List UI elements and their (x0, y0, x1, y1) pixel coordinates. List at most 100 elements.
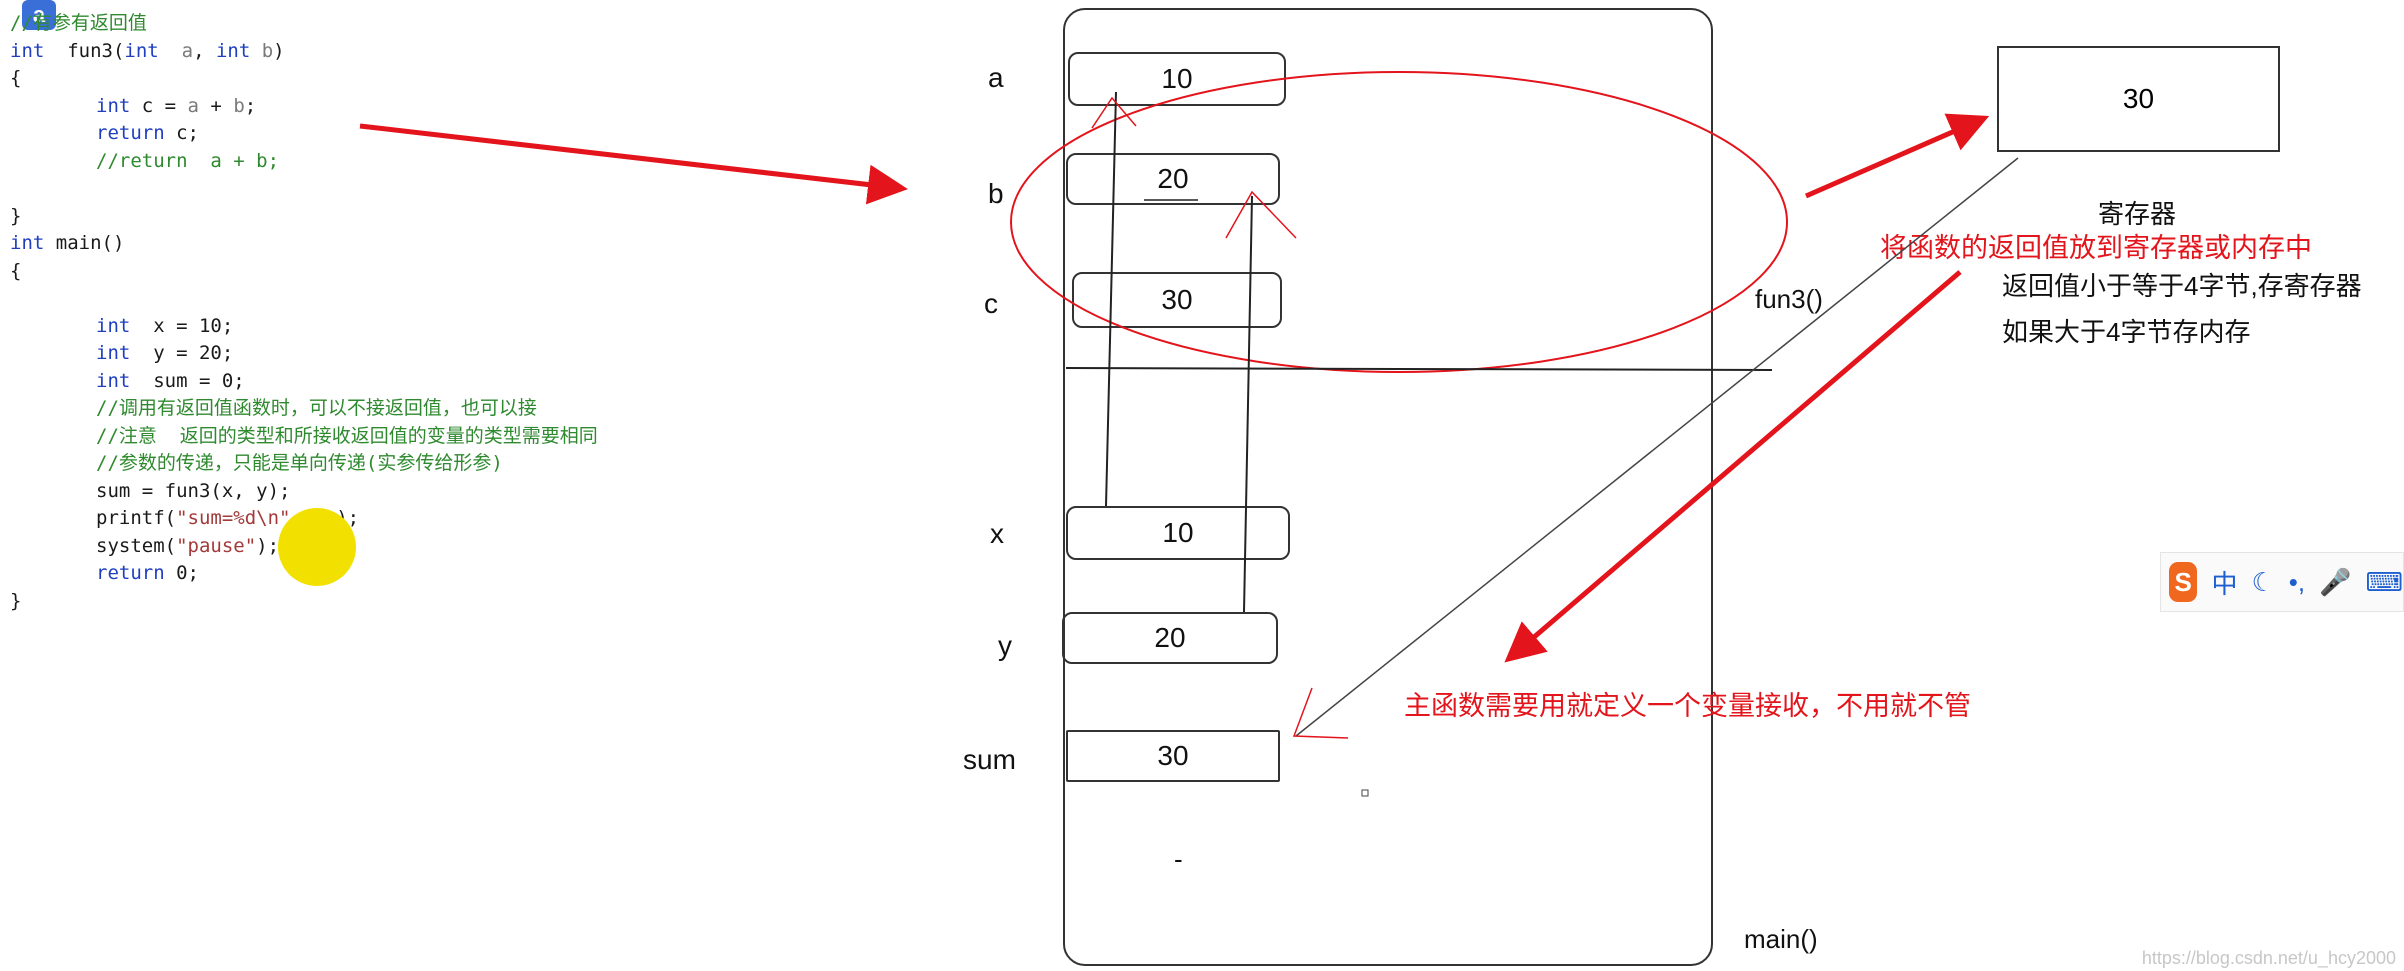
code-token: return (96, 562, 165, 584)
code-line: system("pause"); (10, 533, 710, 561)
register-label: 寄存器 (2098, 199, 2177, 229)
code-line: int c = a + b; (10, 93, 710, 121)
code-to-stack-arrow (359, 123, 908, 205)
ime-toolbar[interactable]: S 中 ☾ •, 🎤 ⌨ (2160, 552, 2404, 612)
code-line: } (10, 203, 710, 231)
var-label-x: x (990, 518, 1004, 549)
code-token: a (187, 94, 199, 117)
code-token: //注意 返回的类型和所接收返回值的变量的类型需要相同 (96, 424, 598, 447)
receive-note: 主函数需要用就定义一个变量接收，不用就不管 (1404, 691, 1971, 721)
code-line: } (10, 588, 710, 616)
code-line: int x = 10; (10, 313, 710, 341)
code-line: { (10, 65, 710, 93)
code-token: main() (44, 232, 125, 254)
keyboard-icon[interactable]: ⌨ (2365, 566, 2403, 597)
var-label-b: b (988, 178, 1004, 209)
var-box-a: 10 (1068, 52, 1286, 106)
code-token: b (250, 39, 274, 62)
code-token: { (10, 259, 22, 282)
a-arrowhead (1091, 96, 1137, 129)
code-line: //参数的传递，只能是单向传递(实参传给形参) (10, 450, 710, 478)
code-line: return 0; (10, 560, 710, 588)
var-box-y: 20 (1062, 612, 1278, 664)
microphone-icon[interactable]: 🎤 (2319, 566, 2352, 597)
rule-small-note: 返回值小于等于4字节,存寄存器 (2002, 271, 2362, 301)
code-line: int fun3(int a, int b) (10, 38, 710, 66)
code-token: //调用有返回值函数时，可以不接返回值，也可以接 (96, 397, 537, 419)
code-line: //调用有返回值函数时，可以不接返回值，也可以接 (10, 395, 710, 423)
b-arrowhead (1225, 190, 1297, 239)
code-line: return c; (10, 120, 710, 148)
code-token: 0; (164, 562, 199, 584)
code-token: "sum=%d\n" (176, 507, 291, 529)
code-token: , (193, 39, 216, 62)
code-token: ; (244, 94, 257, 117)
code-line: //注意 返回的类型和所接收返回值的变量的类型需要相同 (10, 423, 710, 451)
cursor-highlight (278, 508, 356, 586)
code-token: sum = 0; (130, 369, 245, 392)
code-token: y = 20; (130, 342, 234, 364)
to-register-arrow (1804, 113, 1990, 199)
code-token: printf( (96, 507, 177, 529)
code-token: + (198, 94, 234, 117)
var-box-x: 10 (1066, 506, 1290, 560)
code-token: ) (273, 39, 285, 62)
code-line: //有参有返回值 (10, 10, 710, 38)
code-token: system( (96, 534, 177, 557)
code-token: { (10, 67, 22, 89)
var-label-a: a (988, 62, 1004, 93)
var-label-y: y (998, 630, 1012, 661)
code-token: b (233, 94, 245, 117)
code-token: a (158, 39, 194, 62)
var-label-c: c (984, 288, 998, 319)
var-box-sum: 30 (1066, 730, 1280, 782)
code-token: x = 10; (130, 314, 234, 337)
code-line: int y = 20; (10, 340, 710, 368)
small-square-mark (1361, 789, 1369, 797)
fun3-scope-ellipse (1010, 71, 1788, 373)
code-token: c; (164, 122, 199, 144)
code-token: } (10, 589, 22, 612)
code-token: int (124, 39, 159, 62)
code-token: int (96, 314, 131, 337)
sogou-ime-icon[interactable]: S (2169, 562, 2198, 602)
code-token: "pause" (176, 534, 257, 557)
to-receive-arrow (1504, 270, 1962, 663)
code-token: int (10, 39, 45, 62)
code-token: //return a + b; (96, 149, 280, 172)
frame-divider (1065, 367, 1773, 371)
code-token: sum = fun3(x, y); (96, 479, 291, 502)
stack-dash: - (1174, 844, 1183, 874)
code-token: int (96, 369, 131, 392)
a-badge-icon: a (22, 0, 56, 30)
code-line: int main() (10, 230, 710, 258)
sum-arrowhead (1292, 687, 1349, 739)
moon-icon[interactable]: ☾ (2251, 566, 2275, 597)
code-token: //有参有返回值 (10, 12, 147, 34)
code-token: //参数的传递，只能是单向传递(实参传给形参) (96, 452, 503, 474)
rule-large-note: 如果大于4字节存内存 (2002, 317, 2251, 347)
punctuation-icon[interactable]: •, (2288, 566, 2306, 597)
code-token: ); (256, 534, 280, 557)
var-box-b: 20 (1066, 153, 1280, 205)
code-token: int (10, 232, 45, 254)
code-line: int sum = 0; (10, 368, 710, 396)
var-label-sum: sum (963, 744, 1016, 775)
return-storage-note: 将函数的返回值放到寄存器或内存中 (1880, 233, 2312, 263)
code-token: int (96, 94, 131, 117)
code-token: fun3( (44, 39, 125, 62)
x-to-a-line (1105, 91, 1117, 507)
y-to-b-line (1243, 195, 1253, 613)
code-line: sum = fun3(x, y); (10, 478, 710, 506)
frame-label-main: main() (1744, 924, 1818, 954)
var-box-c: 30 (1072, 272, 1282, 328)
code-token: int (96, 342, 131, 364)
ime-mode-label[interactable]: 中 (2211, 568, 2238, 599)
code-line: //return a + b; (10, 148, 710, 176)
code-token: } (10, 204, 22, 227)
watermark: https://blog.csdn.net/u_hcy2000 (2141, 948, 2396, 968)
frame-label-fun3: fun3() (1755, 284, 1823, 314)
register-box: 30 (1997, 46, 2280, 152)
